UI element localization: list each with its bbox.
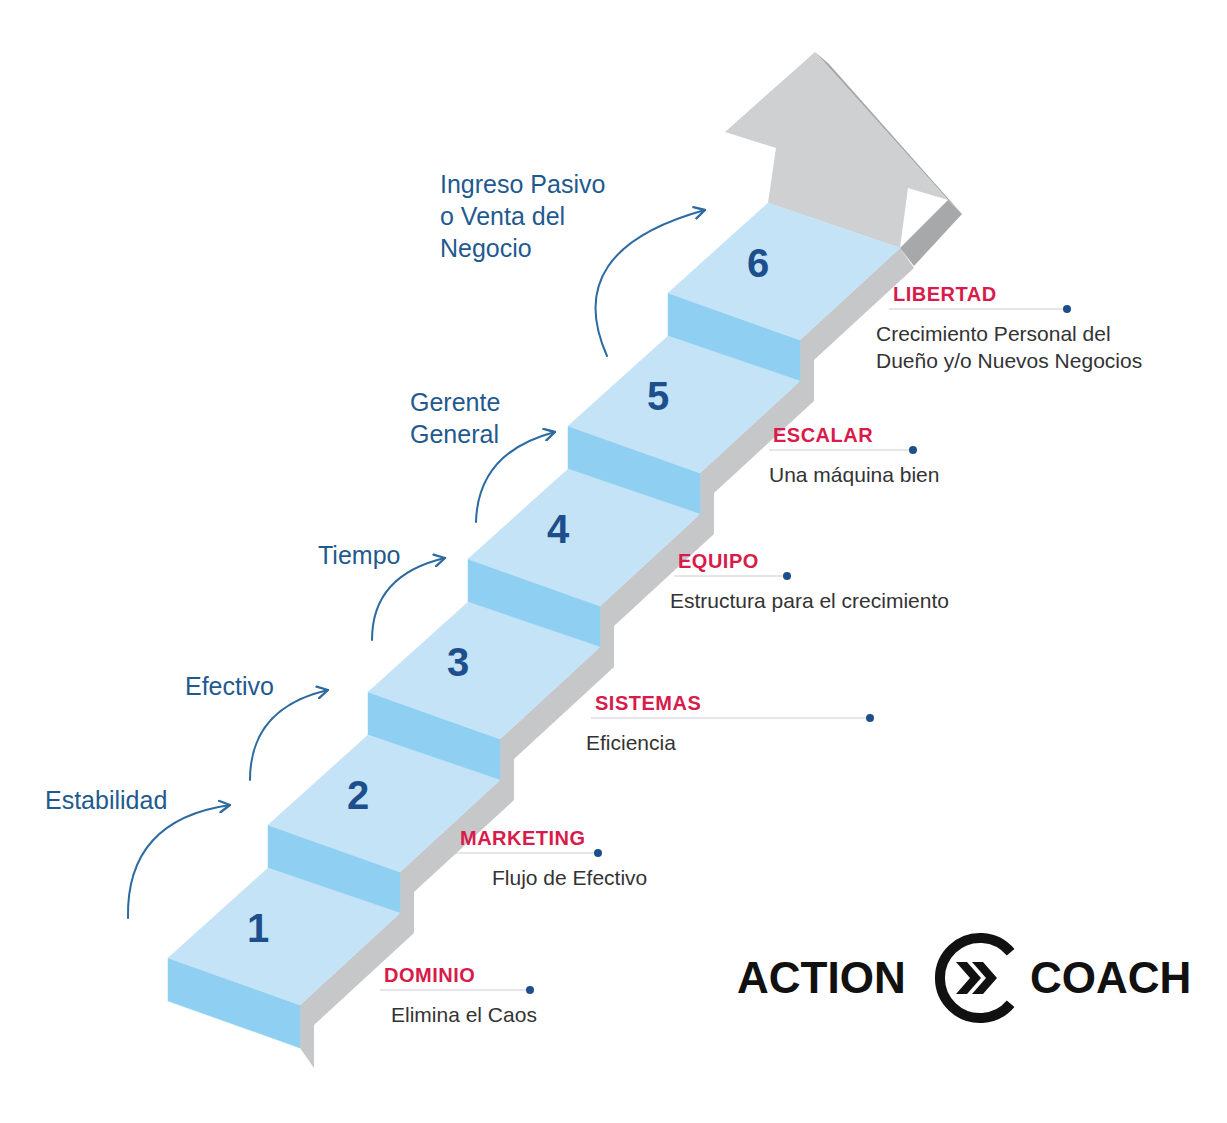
step-top: [168, 868, 400, 1005]
logo-word: COACH: [1030, 952, 1191, 1004]
leader-dot: [1063, 305, 1071, 313]
step-heading: LIBERTAD: [893, 282, 997, 306]
stage-label: Gerente General: [410, 386, 520, 450]
leader-line: [889, 309, 1067, 310]
step-heading: ESCALAR: [773, 423, 873, 447]
step-shape: [168, 868, 400, 1005]
leader-line: [769, 450, 913, 451]
leader-dot: [866, 714, 874, 722]
leader-dot: [909, 446, 917, 454]
step-shape: [368, 602, 600, 739]
step-description: Crecimiento Personal del Dueño y/o Nuevo…: [876, 320, 1166, 374]
logo-word: ACTION: [737, 952, 906, 1004]
logo-chevron: [972, 962, 997, 994]
step-shape: [668, 203, 900, 340]
step-number: 6: [728, 238, 788, 288]
stair-step: 2: [268, 735, 500, 872]
step-top: [268, 735, 500, 872]
step-heading: MARKETING: [460, 826, 586, 850]
leader-line: [674, 576, 787, 577]
step-number: 5: [628, 371, 688, 421]
curved-arrow: [250, 690, 328, 780]
leader-line: [456, 853, 598, 854]
leader-dot: [526, 986, 534, 994]
step-description: Flujo de Efectivo: [492, 864, 647, 891]
stair-step: 6: [668, 203, 900, 340]
stage-label: Efectivo: [185, 670, 274, 702]
step-description: Eficiencia: [586, 729, 676, 756]
step-shape: [568, 336, 800, 473]
step-number: 3: [428, 637, 488, 687]
step-heading: DOMINIO: [384, 963, 475, 987]
logo-mark: [940, 938, 1011, 1018]
leader-dot: [783, 572, 791, 580]
stage-label: Tiempo: [318, 539, 400, 571]
step-top: [468, 469, 700, 606]
leader-dot: [594, 849, 602, 857]
stair-step: 3: [368, 602, 600, 739]
step-shape: [268, 735, 500, 872]
step-description: Elimina el Caos: [391, 1001, 537, 1028]
step-number: 4: [528, 504, 588, 554]
step-number: 2: [328, 770, 388, 820]
stair-step: 4: [468, 469, 700, 606]
step-top: [368, 602, 600, 739]
step-heading: SISTEMAS: [595, 691, 701, 715]
leader-line: [591, 718, 870, 719]
stage-label: Ingreso Pasivo o Venta del Negocio: [440, 168, 620, 264]
stage-label: Estabilidad: [45, 784, 167, 816]
step-number: 1: [228, 903, 288, 953]
stair-step: 5: [568, 336, 800, 473]
step-top: [668, 203, 900, 340]
step-shape: [468, 469, 700, 606]
step-heading: EQUIPO: [678, 549, 759, 573]
stair-side: [300, 248, 914, 1068]
leader-line: [380, 990, 530, 991]
stair-step: 1: [168, 868, 400, 1005]
logo-ring: [940, 938, 1011, 1018]
curved-arrow: [128, 805, 230, 918]
step-description: Una máquina bien: [769, 461, 939, 488]
step-top: [568, 336, 800, 473]
curved-arrow: [372, 558, 445, 640]
arrow-side: [900, 200, 962, 266]
step-description: Estructura para el crecimiento: [670, 587, 949, 614]
